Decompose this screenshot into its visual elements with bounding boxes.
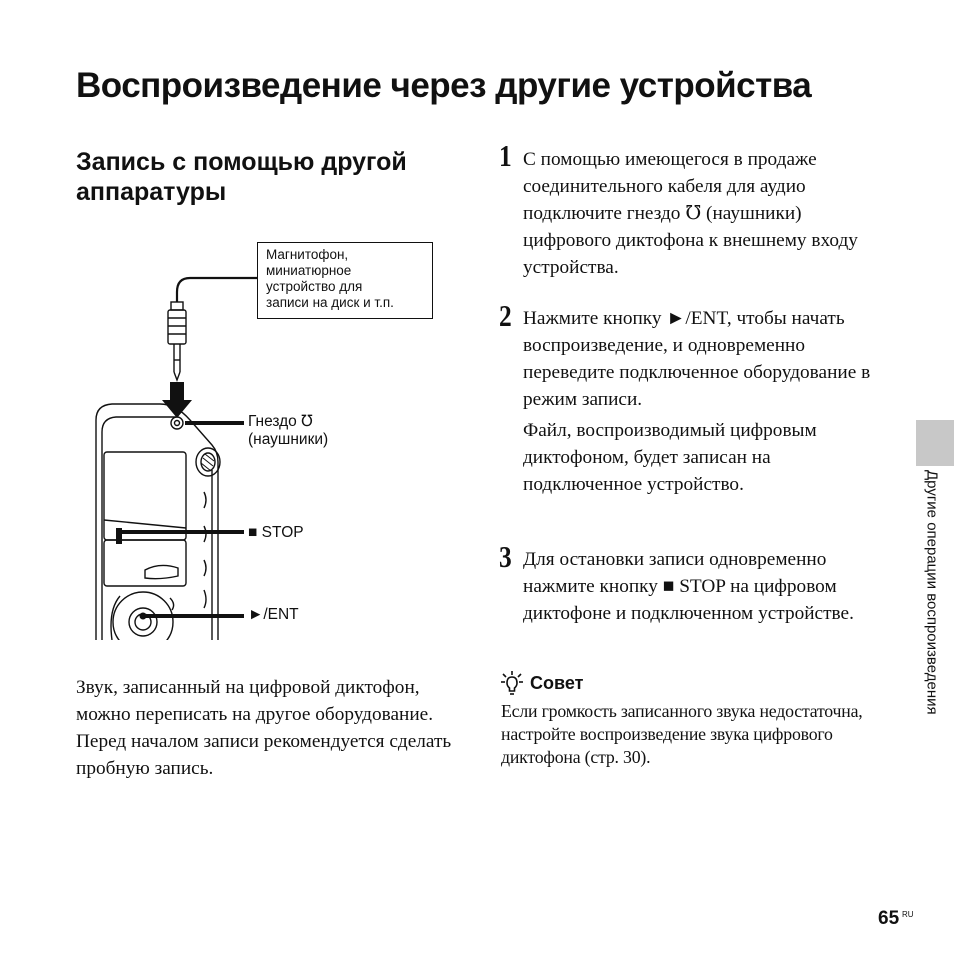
step-2-number: 2 <box>499 298 512 333</box>
section-tab-marker <box>916 420 954 466</box>
side-section-label: Другие операции воспроизведения <box>923 470 941 715</box>
page-title: Воспроизведение через другие устройства <box>76 66 812 105</box>
external-device-label: Магнитофон, миниатюрное устройство для з… <box>257 242 433 319</box>
headphone-jack-label-sub: (наушники) <box>248 431 329 448</box>
stop-button-label: ■ STOP <box>248 524 304 541</box>
intro-text: Звук, записанный на цифровой диктофон, м… <box>76 677 452 779</box>
tip-text: Если громкость записанного звука недоста… <box>501 701 863 767</box>
step-2-text: Нажмите кнопку ►/ENT, чтобы начать воспр… <box>523 308 871 495</box>
tip-heading: Совет <box>530 673 584 693</box>
page-language: RU <box>902 910 914 919</box>
page-number: 65 <box>878 908 900 929</box>
lightbulb-icon <box>501 671 523 695</box>
step-3-text: Для остановки записи одновременно нажмит… <box>523 549 854 624</box>
headphone-jack-label: Гнездо ℧ <box>248 413 313 430</box>
play-ent-button-label: ►/ENT <box>248 606 299 623</box>
step-3-number: 3 <box>499 539 512 574</box>
step-1-text: С помощью имеющегося в продаже соедините… <box>523 149 858 278</box>
step-1-number: 1 <box>499 138 512 173</box>
section-title: Запись с помощью другой аппаратуры <box>76 148 407 206</box>
